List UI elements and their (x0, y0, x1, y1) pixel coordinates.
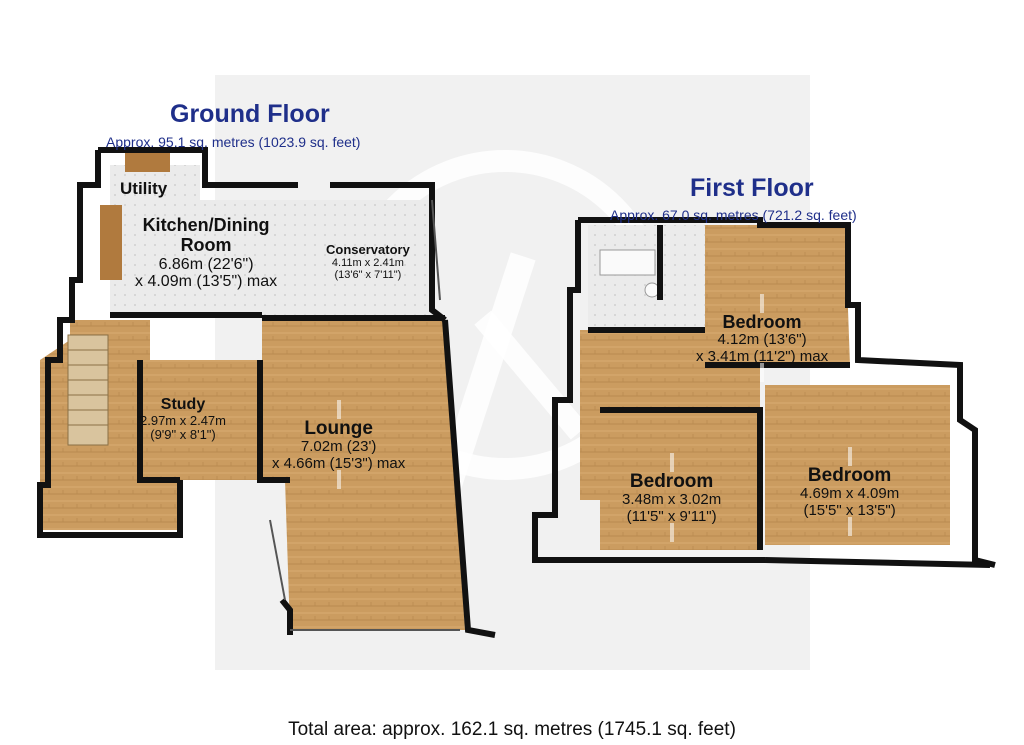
room-dimension: (15'5" x 13'5") (803, 501, 896, 519)
room-label-study: Study 2.97m x 2.47m (9'9" x 8'1") (140, 396, 226, 442)
ground-floor-area: Approx. 95.1 sq. metres (1023.9 sq. feet… (106, 134, 361, 150)
room-name: Lounge (304, 417, 373, 439)
room-dimension: 3.48m x 3.02m (622, 491, 722, 509)
utility-worktop (125, 150, 170, 172)
room-name: Bedroom (807, 464, 892, 486)
study-floor (140, 360, 260, 480)
total-area: Total area: approx. 162.1 sq. metres (17… (288, 719, 736, 740)
first-floor-title: First Floor (690, 174, 814, 202)
lounge-floor (262, 320, 465, 630)
room-dimension: (11'5" x 9'11") (626, 507, 717, 525)
ground-floor-walls (37, 147, 496, 638)
room-dimension: 4.12m (13'6") (717, 331, 807, 349)
utility-floor (110, 165, 200, 205)
room-label-lounge: Lounge 7.02m (23') x 4.66m (15'3") max (272, 400, 406, 490)
room-label-bedroom-3: Bedroom 4.69m x 4.09m (15'5" x 13'5") (800, 447, 900, 537)
room-dimension: (9'9" x 8'1") (150, 426, 216, 442)
room-name: Study (160, 396, 206, 413)
room-dimension: 2.97m x 2.47m (140, 412, 226, 428)
room-name: Kitchen/Dining Room (142, 215, 270, 255)
room-name: Bedroom (722, 311, 802, 332)
room-label-utility: Utility (120, 179, 168, 199)
room-dimension: 7.02m (23') (300, 438, 377, 456)
room-name: Bedroom (629, 470, 714, 492)
toilet (644, 282, 660, 298)
kitchen-worktop (100, 205, 122, 280)
room-dimension: 6.86m (22'6") (158, 255, 254, 273)
bathtub (599, 249, 656, 276)
room-name: Conservatory (326, 242, 410, 257)
room-dimension: (13'6" x 7'11") (334, 269, 402, 282)
room-label-conservatory: Conservatory 4.11m x 2.41m (13'6" x 7'11… (326, 242, 410, 282)
room-dimension: x 3.41m (11'2") max (696, 347, 829, 365)
room-label-kitchen-dining: Kitchen/Dining Room 6.86m (22'6") x 4.09… (135, 215, 278, 291)
kitchen-floor (110, 200, 330, 315)
stairs (67, 334, 109, 446)
room-dimension: 4.69m x 4.09m (800, 485, 900, 503)
ground-floor-windows (269, 199, 460, 631)
room-dimension: x 4.09m (13'5") max (135, 273, 278, 291)
room-label-bedroom-2: Bedroom 3.48m x 3.02m (11'5" x 9'11") (622, 453, 722, 543)
room-dimension: x 4.66m (15'3") max (272, 454, 406, 472)
first-floor-area: Approx. 67.0 sq. metres (721.2 sq. feet) (610, 207, 857, 223)
room-dimension: 4.11m x 2.41m (331, 257, 404, 270)
room-name: Utility (120, 179, 168, 198)
landing-floor (580, 330, 760, 500)
room-label-bedroom-1: Bedroom 4.12m (13'6") x 3.41m (11'2") ma… (696, 294, 829, 383)
conservatory-floor (330, 200, 432, 315)
ground-floor-title: Ground Floor (170, 100, 330, 128)
